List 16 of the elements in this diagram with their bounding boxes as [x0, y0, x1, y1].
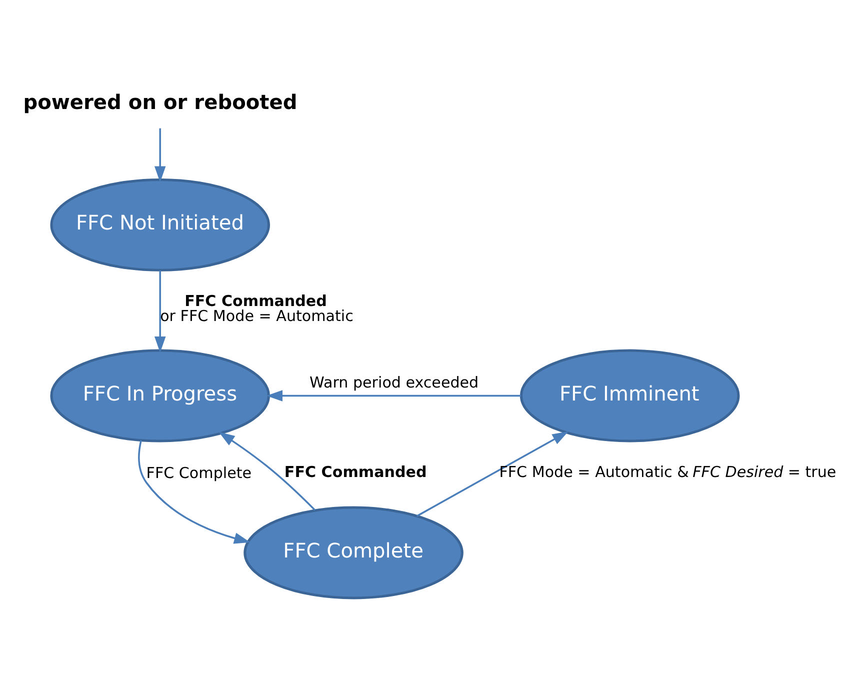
arrow [154, 270, 166, 353]
arrow [416, 431, 568, 517]
arrow [266, 390, 522, 402]
node-ellipse: FFC Not Initiated [50, 178, 270, 272]
edge-label: FFC Commanded [284, 462, 427, 481]
edge-label: FFC Complete [146, 464, 252, 482]
node-ellipse: FFC In Progress [50, 349, 270, 442]
node-ellipse: FFC Complete [244, 506, 464, 600]
arrow [138, 440, 250, 544]
arrow [154, 128, 166, 182]
edge-label: Warn period exceeded [310, 374, 479, 392]
node-ellipse: FFC Imminent [520, 349, 740, 442]
edge-label: FFC Mode = Automatic & FFC Desired = true [499, 462, 836, 481]
edge-label: FFC Commanded or FFC Mode = Automatic [160, 292, 354, 326]
arrow [218, 432, 316, 511]
node-text: powered on or rebooted [23, 90, 298, 114]
